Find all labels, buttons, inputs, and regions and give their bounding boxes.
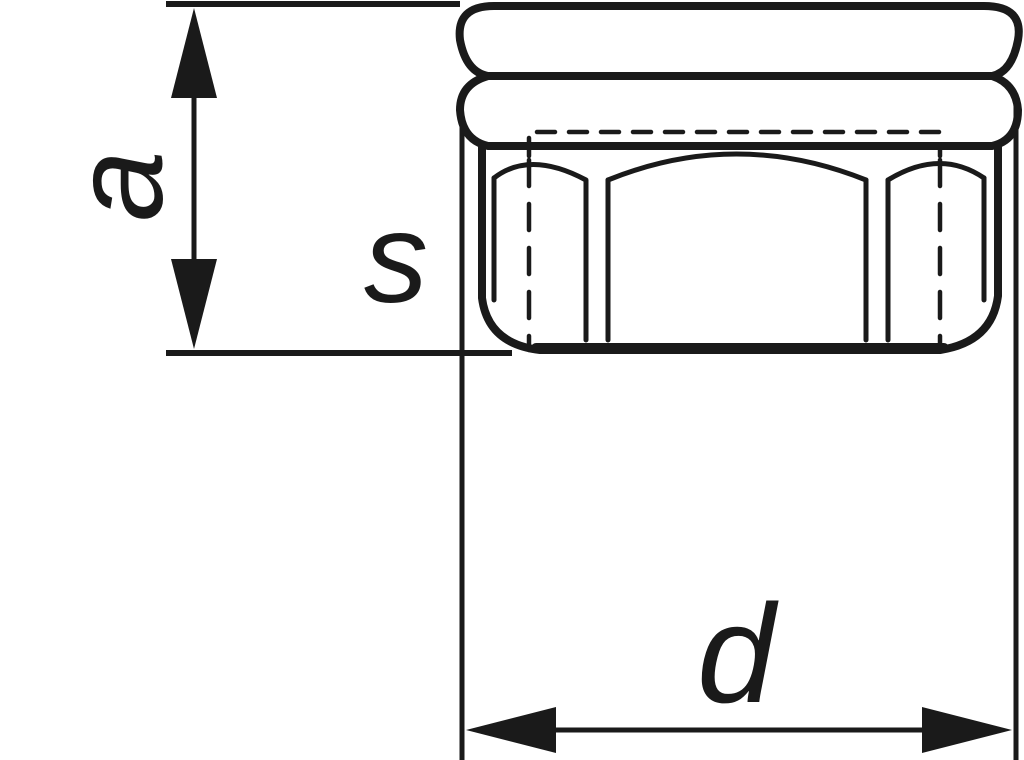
- nut-flat-left: [491, 162, 589, 343]
- label-across-flats-s: s: [364, 187, 428, 330]
- nut-flat-middle: [605, 151, 869, 183]
- dimension-a-arrow-bottom: [171, 259, 217, 349]
- label-height-a: a: [47, 150, 190, 221]
- dimension-d-arrow-left: [466, 707, 556, 753]
- nut-flat-right: [885, 161, 987, 183]
- cap-second-bead: [456, 72, 1022, 150]
- hidden-line-top: [526, 129, 943, 159]
- cap-top-ring: [455, 2, 1023, 80]
- dimension-d-arrow-right: [922, 707, 1012, 753]
- nut-body-outline: [478, 142, 1002, 354]
- label-diameter-d: d: [697, 575, 779, 732]
- dimension-a-arrow-top: [171, 8, 217, 98]
